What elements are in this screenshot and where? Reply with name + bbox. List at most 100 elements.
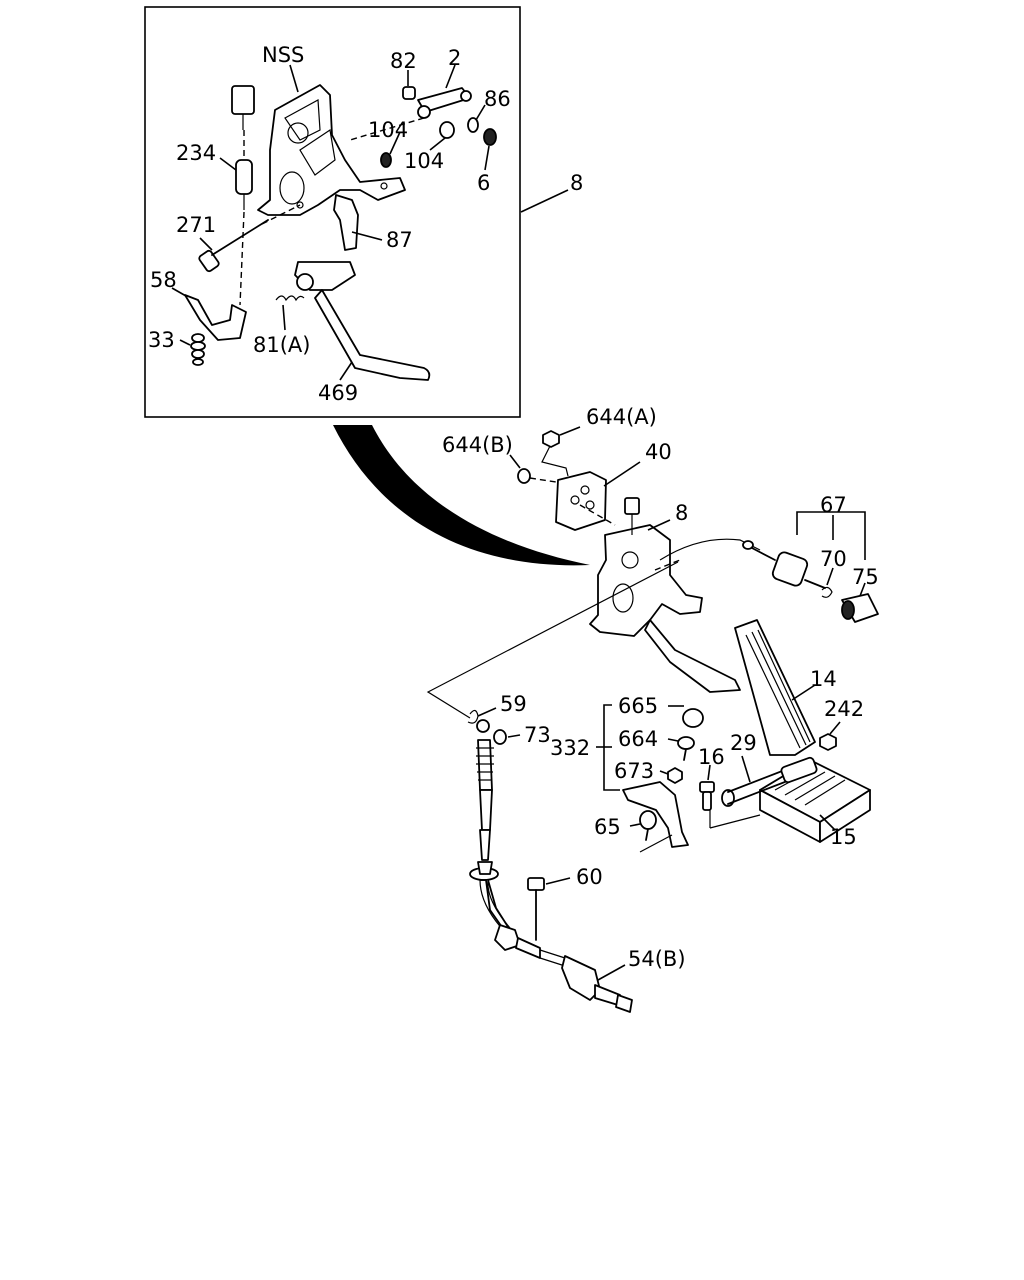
assembly-line-65	[639, 834, 673, 853]
label-81a: 81(A)	[253, 333, 310, 357]
part-14-pedal-pad	[734, 619, 816, 756]
part-70-clip	[821, 586, 833, 598]
part-59-pin	[467, 709, 479, 724]
assembly-line-644b	[529, 477, 557, 483]
accelerator-cable	[469, 719, 633, 1013]
leader-15	[819, 814, 836, 831]
label-65: 65	[594, 815, 621, 839]
leader-nss	[289, 64, 299, 93]
label-67: 67	[820, 493, 847, 517]
part-40-cover	[555, 471, 607, 531]
leader-81a	[282, 304, 286, 331]
leader-87	[351, 231, 383, 241]
part-644b-washer	[517, 468, 531, 484]
leader-58	[171, 287, 187, 297]
leader-8-inset	[520, 189, 569, 213]
leader-40	[603, 461, 641, 487]
label-70: 70	[820, 547, 847, 571]
label-8-inset: 8	[570, 171, 583, 195]
detail-callout-arrow	[333, 425, 590, 566]
label-82: 82	[390, 49, 417, 73]
label-87: 87	[386, 228, 413, 252]
assembly-line-271	[261, 204, 301, 225]
part-673-nut	[667, 767, 683, 784]
part-665-cap	[682, 708, 704, 728]
assembly-line-644a	[541, 445, 569, 477]
label-75: 75	[852, 565, 879, 589]
leader-86	[475, 104, 486, 121]
part-16-bolt	[699, 781, 715, 811]
leader-2	[445, 64, 456, 89]
label-242: 242	[824, 697, 864, 721]
assembly-line-bolt	[349, 117, 425, 141]
part-labels: NSS 82 2 86 104 104 6 234 271 87 58 33 8…	[148, 43, 879, 971]
part-664-bolt	[677, 736, 695, 761]
leader-6	[484, 145, 490, 171]
label-332: 332	[550, 736, 590, 760]
part-33-clip	[190, 333, 206, 366]
part-67-switch	[742, 540, 826, 589]
label-234: 234	[176, 141, 216, 165]
leader-644b	[509, 454, 521, 469]
leader-664	[667, 738, 679, 742]
part-332-bracket	[622, 781, 689, 848]
leader-59	[477, 707, 497, 717]
label-16: 16	[698, 745, 725, 769]
part-29-shaft	[721, 756, 818, 807]
leader-65	[629, 823, 641, 827]
leader-234	[219, 157, 237, 171]
leader-469	[339, 361, 353, 381]
label-271: 271	[176, 213, 216, 237]
label-665: 665	[618, 694, 658, 718]
leader-14	[791, 684, 816, 701]
label-40: 40	[645, 440, 672, 464]
label-644a: 644(A)	[586, 405, 657, 429]
part-87-stopper	[333, 194, 359, 251]
part-104-washer	[439, 121, 455, 139]
part-104-nut	[380, 152, 392, 168]
leader-54b	[597, 964, 626, 981]
pedal-bracket-inset	[257, 84, 406, 216]
part-82	[402, 86, 416, 100]
part-242-nut	[819, 733, 837, 751]
label-33: 33	[148, 328, 175, 352]
leader-271	[199, 237, 213, 251]
leader-60	[545, 877, 571, 885]
part-58-bracket	[184, 294, 247, 341]
label-2: 2	[448, 46, 461, 70]
part-6-nut	[483, 128, 497, 146]
label-6: 6	[477, 171, 490, 195]
switch-cable	[659, 538, 761, 561]
part-2-lever	[417, 87, 472, 119]
bracket-16	[709, 814, 761, 829]
part-60-bolt	[527, 877, 545, 941]
assembly-line-40	[579, 504, 616, 526]
label-59: 59	[500, 692, 527, 716]
part-65-bumper	[639, 810, 657, 841]
label-469: 469	[318, 381, 358, 405]
label-104a: 104	[368, 118, 408, 142]
leader-104a	[389, 131, 401, 155]
part-81a-spring	[275, 295, 305, 302]
leader-75	[859, 582, 866, 597]
label-104b: 104	[404, 149, 444, 173]
leader-70	[826, 567, 834, 586]
leader-73	[507, 734, 521, 738]
part-86-washer	[467, 117, 479, 133]
label-644b: 644(B)	[442, 433, 513, 457]
part-271-bolt	[198, 219, 269, 273]
label-58: 58	[150, 268, 177, 292]
leader-8-main	[647, 519, 671, 531]
assembly-line-58	[239, 211, 245, 306]
label-nss: NSS	[262, 43, 304, 67]
part-234-switch	[231, 85, 255, 210]
part-73-washer	[493, 729, 507, 745]
label-14: 14	[810, 667, 837, 691]
label-673: 673	[614, 759, 654, 783]
part-469-pedal-arm	[294, 261, 431, 381]
leader-29	[741, 755, 751, 783]
leader-33	[179, 339, 191, 346]
part-8-pedal-assembly	[589, 497, 741, 693]
label-54b: 54(B)	[628, 947, 686, 971]
